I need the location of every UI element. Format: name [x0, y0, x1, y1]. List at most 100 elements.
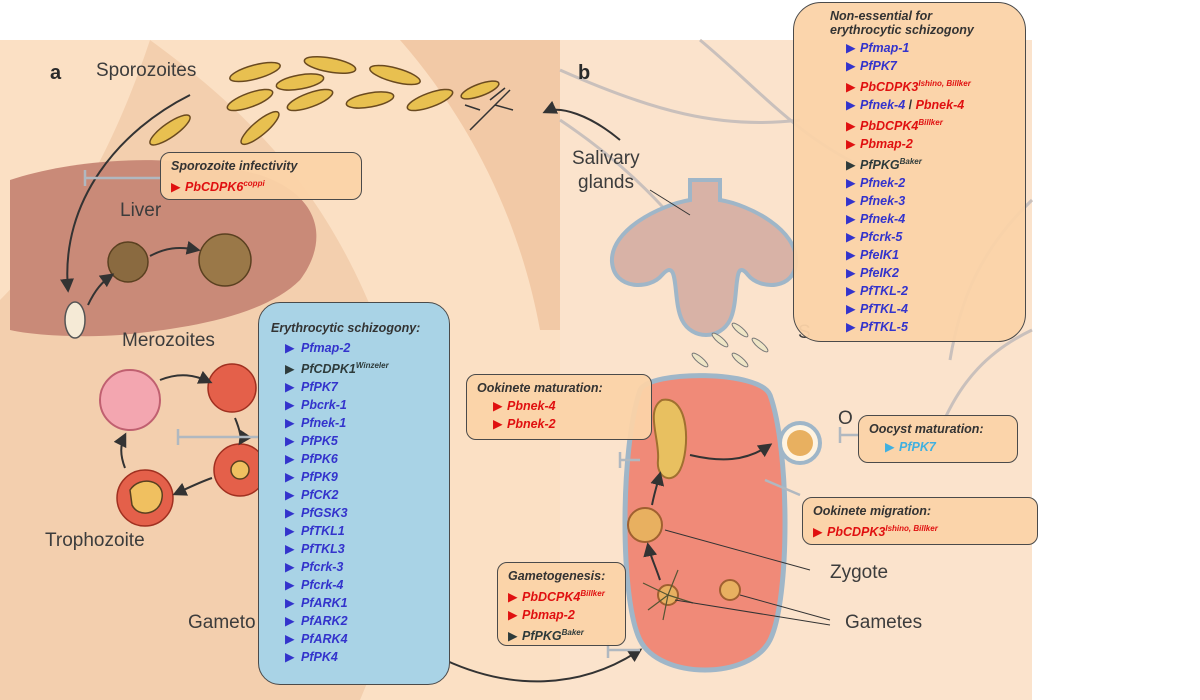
kinase-name: Pfmap-1 — [860, 41, 910, 55]
kinase-item: ▶PfPK5 — [271, 432, 437, 450]
label-gametocytes: Gameto — [188, 612, 256, 633]
kinase-name: Pbmap-2 — [522, 608, 575, 623]
kinase-name: Pfcrk-4 — [301, 578, 344, 593]
kinase-item: ▶PbCDPK3Ishino, Billker — [813, 520, 1027, 541]
ruptured-schizont — [99, 369, 161, 431]
liver-schizont-small — [107, 241, 149, 283]
sporozoites-cells — [149, 56, 500, 146]
bullet-arrow-icon: ▶ — [171, 180, 181, 195]
female-gamete — [719, 579, 741, 601]
kinase-name: PfTKL-4 — [860, 302, 908, 317]
kinase-item: ▶ Pbcrk-1 — [271, 396, 437, 414]
label-glands: glands — [578, 172, 634, 193]
label-zygote: Zygote — [830, 562, 889, 583]
box-erythrocytic-schizogony: Erythrocytic schizogony: ▶Pfmap-2▶PfCDPK… — [258, 302, 450, 685]
box-title: Erythrocytic schizogony: — [271, 321, 421, 335]
bullet-arrow-icon: ▶ — [846, 137, 856, 152]
kinase-item: ▶ Pfnek-3 — [846, 192, 1011, 210]
bullet-arrow-icon: ▶ — [846, 212, 856, 227]
bullet-arrow-icon: ▶ — [846, 119, 856, 134]
kinase-item: ▶Pfcrk-5 — [846, 228, 1011, 246]
kinase-item: ▶PbCDPK3Ishino, Billker — [846, 75, 1011, 96]
kinase-name: PfTKL3 — [301, 542, 345, 557]
liver-organ — [10, 160, 317, 337]
box-oocyst-maturation: Oocyst maturation: ▶PfPK7 — [858, 415, 1018, 463]
oocyst-inner — [787, 430, 813, 456]
ookinete — [652, 398, 688, 480]
kinase-item: ▶ Pfnek-4 — [846, 210, 1011, 228]
bullet-arrow-icon: ▶ — [846, 266, 856, 281]
bullet-arrow-icon: ▶ — [508, 590, 518, 605]
kinase-item: ▶ Pfnek-2 — [846, 174, 1011, 192]
bullet-arrow-icon: ▶ — [508, 629, 518, 644]
bullet-arrow-icon: ▶ — [846, 320, 856, 335]
kinase-name: Pfnek-2 — [860, 176, 906, 191]
kinase-name: Pbcrk-1 — [301, 398, 347, 413]
kinase-item: ▶PfPK7 — [885, 438, 1007, 456]
mosquito-icon — [464, 87, 514, 131]
inhibition-lines — [83, 170, 860, 658]
kinase-item: ▶PfPKGBaker — [846, 153, 1011, 174]
kinase-reference: Billker — [580, 589, 605, 598]
bullet-arrow-icon: ▶ — [846, 176, 856, 191]
kinase-name: PfeIK2 — [860, 266, 899, 281]
kinase-name: PbDCPK4 — [860, 119, 919, 134]
kinase-name: PbCDPK3 — [827, 525, 886, 540]
kinase-name-secondary: Pbnek-4 — [915, 98, 965, 113]
box-title-line2: erythrocytic schizogony — [830, 23, 974, 37]
kinase-item: ▶PfeIK1 — [846, 246, 1011, 264]
kinase-item: ▶ PfPK9 — [271, 468, 437, 486]
kinase-name: Pfcrk-3 — [301, 560, 344, 575]
kinase-name: Pfmap-2 — [301, 341, 351, 355]
bullet-arrow-icon: ▶ — [285, 488, 295, 503]
kinase-name: PbDCPK4 — [522, 590, 581, 605]
sporozoite-cluster — [691, 322, 769, 368]
kinase-item: ▶Pfcrk-3 — [271, 558, 437, 576]
bullet-arrow-icon: ▶ — [285, 632, 295, 647]
kinase-item: ▶Pfmap-1 — [846, 39, 1011, 57]
bullet-arrow-icon: ▶ — [846, 302, 856, 317]
kinase-item: ▶Pfnek-4 / Pbnek-4 — [846, 96, 1011, 114]
kinase-item: ▶ PfGSK3 — [271, 504, 437, 522]
kinase-name: Pfnek-4 — [860, 212, 906, 227]
bullet-arrow-icon: ▶ — [813, 525, 823, 540]
kinase-item: ▶ Pfcrk-4 — [271, 576, 437, 594]
kinase-name: PfPK9 — [301, 470, 338, 485]
liver-schizont-large — [198, 233, 252, 287]
kinase-item: ▶Pbnek-4 — [493, 397, 641, 415]
kinase-item: ▶PfARK2 — [271, 612, 437, 630]
bullet-arrow-icon: ▶ — [285, 470, 295, 485]
kinase-name: PfPK7 — [899, 440, 936, 454]
kinase-name: Pfnek-1 — [301, 416, 347, 431]
kinase-reference: Billker — [918, 118, 943, 128]
box-title: Ookinete maturation: — [477, 381, 603, 395]
kinase-name: PfARK4 — [301, 632, 348, 647]
kinase-name: PfeIK1 — [860, 248, 899, 263]
ring-stage-parasite — [230, 460, 250, 480]
bullet-arrow-icon: ▶ — [846, 194, 856, 209]
bullet-arrow-icon: ▶ — [285, 596, 295, 611]
kinase-name: PfGSK3 — [301, 506, 348, 521]
kinase-name: PfTKL-5 — [860, 320, 908, 335]
bullet-arrow-icon: ▶ — [285, 650, 295, 665]
kinase-name: Pfnek-4 — [860, 98, 906, 113]
kinase-item: ▶PfPK7 — [271, 378, 437, 396]
kinase-reference: Ishino, Billker — [918, 79, 971, 88]
kinase-name: PfARK1 — [301, 596, 348, 611]
bullet-arrow-icon: ▶ — [285, 434, 295, 449]
bullet-arrow-icon: ▶ — [285, 614, 295, 629]
bullet-arrow-icon: ▶ — [285, 578, 295, 593]
bullet-arrow-icon: ▶ — [285, 398, 295, 413]
bullet-arrow-icon: ▶ — [285, 524, 295, 539]
kinase-item: ▶PfCK2 — [271, 486, 437, 504]
box-ookinete-maturation: Ookinete maturation: ▶Pbnek-4▶Pbnek-2 — [466, 374, 652, 440]
bullet-arrow-icon: ▶ — [285, 362, 295, 377]
microgamete-flagella — [642, 569, 694, 621]
label-sporozoites: Sporozoites — [96, 60, 197, 81]
kinase-name: Pfnek-3 — [860, 194, 906, 209]
bullet-arrow-icon: ▶ — [285, 506, 295, 521]
label-merozoites: Merozoites — [122, 330, 215, 351]
kinase-item: ▶ PfTKL-5 — [846, 318, 1011, 336]
kinase-reference: Winzeler — [355, 361, 389, 370]
bullet-arrow-icon: ▶ — [285, 380, 295, 395]
